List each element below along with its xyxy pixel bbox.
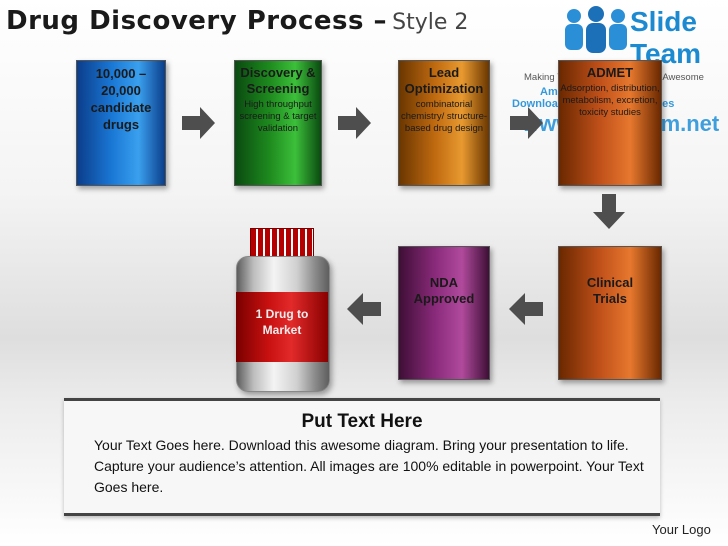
text-panel: Put Text Here Your Text Goes here. Downl… — [64, 398, 660, 516]
down-arrow-icon — [593, 194, 625, 229]
left-arrow-icon — [509, 293, 543, 325]
step-title: ADMET — [586, 65, 634, 80]
step-description: Adsorption, distribution, metabolism, ex… — [560, 83, 660, 118]
title-main: Drug Discovery Process – — [6, 6, 388, 36]
title-style: Style 2 — [392, 10, 469, 35]
step-title: Clinical Trials — [586, 275, 634, 306]
right-arrow-icon — [338, 107, 371, 139]
step-clinical-trials: Clinical Trials — [558, 246, 662, 380]
people-icon — [565, 6, 627, 53]
footer-logo-text: Your Logo — [652, 522, 711, 537]
right-arrow-icon — [182, 107, 215, 139]
step-admet: ADMET Adsorption, distribution, metaboli… — [558, 60, 662, 186]
step-title: NDA Approved — [413, 275, 475, 306]
bottle-cap — [250, 228, 314, 258]
logo-brand-line1: Slide — [630, 6, 697, 37]
step-title: 1 Drug to Market — [255, 307, 309, 337]
bottle-label: 1 Drug to Market — [236, 292, 328, 362]
step-discovery-screening: Discovery & Screening High throughput sc… — [234, 60, 322, 186]
slide-title: Drug Discovery Process – Style 2 — [6, 6, 468, 36]
right-arrow-icon — [510, 107, 543, 139]
step-title: 10,000 – 20,000 candidate drugs — [90, 66, 152, 132]
step-description: High throughput screening & target valid… — [239, 99, 317, 134]
step-candidate-drugs: 10,000 – 20,000 candidate drugs — [76, 60, 166, 186]
panel-body: Your Text Goes here. Download this aweso… — [94, 437, 644, 495]
step-title: Lead Optimization — [404, 65, 484, 96]
step-description: combinatorial chemistry/ structure-based… — [400, 99, 488, 134]
step-nda-approved: NDA Approved — [398, 246, 490, 380]
left-arrow-icon — [347, 293, 381, 325]
panel-heading: Put Text Here — [301, 411, 423, 432]
step-title: Discovery & Screening — [240, 65, 316, 96]
step-lead-optimization: Lead Optimization combinatorial chemistr… — [398, 60, 490, 186]
